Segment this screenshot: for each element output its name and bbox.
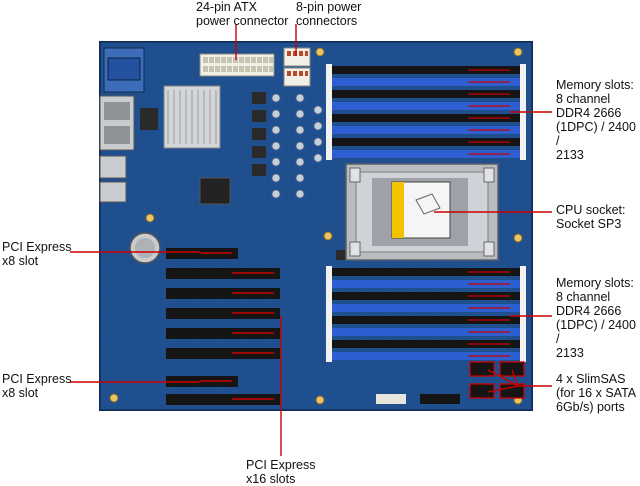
eight-pin-power-connectors (283, 47, 311, 87)
cpu-socket (345, 163, 499, 261)
bmc-chip (199, 177, 231, 205)
label-pcie-x8-top: PCI Express x8 slot (2, 240, 72, 268)
rear-io (99, 47, 145, 203)
label-eight-pin-power: 8-pin power connectors (296, 0, 362, 28)
pcie-slots (166, 248, 280, 405)
sata-header (376, 394, 406, 404)
label-memory-top: Memory slots: 8 channel DDR4 2666 (1DPC)… (556, 78, 636, 162)
label-pcie-x8-bottom: PCI Express x8 slot (2, 372, 72, 400)
aux-chip (140, 108, 158, 130)
label-atx-power: 24-pin ATX power connector (196, 0, 289, 28)
label-cpu-socket: CPU socket: Socket SP3 (556, 203, 626, 231)
vrm-capacitors (271, 93, 323, 199)
label-pcie-x16: PCI Express x16 slots (246, 458, 316, 486)
mounting-holes (109, 47, 523, 405)
chipset-heatsink (163, 85, 221, 149)
label-memory-bottom: Memory slots: 8 channel DDR4 2666 (1DPC)… (556, 276, 636, 360)
front-panel-header (420, 394, 460, 404)
leader-lines (70, 24, 552, 456)
atx-24pin-connector (199, 53, 275, 77)
label-slimsas: 4 x SlimSAS (for 16 x SATA 6Gb/s) ports (556, 372, 637, 414)
memory-slots-bottom (326, 266, 526, 362)
